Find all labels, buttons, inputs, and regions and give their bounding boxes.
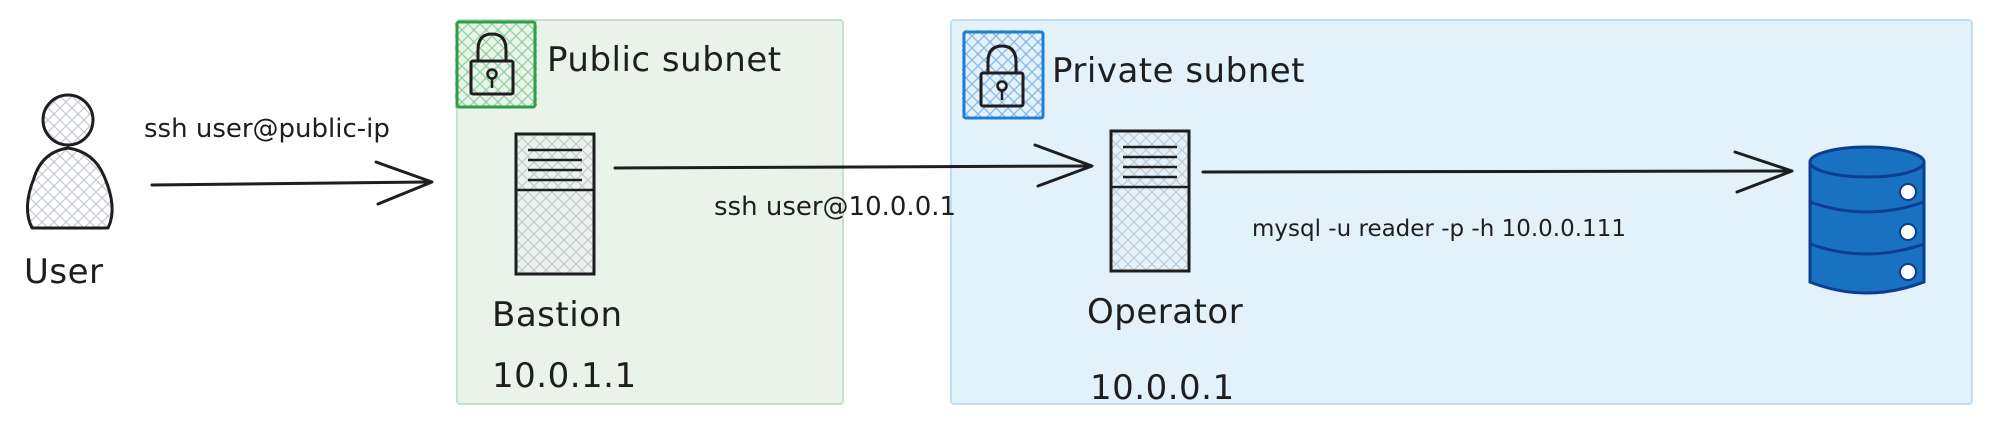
person-icon [26, 93, 114, 230]
arrow-user-to-bastion [150, 160, 434, 206]
operator-server-icon [1109, 129, 1191, 273]
private-lock-icon [962, 30, 1045, 120]
bastion-ip: 10.0.1.1 [492, 356, 637, 396]
arrow-bastion-to-operator [613, 143, 1094, 188]
edge-label-operator-to-database: mysql -u reader -p -h 10.0.0.111 [1252, 216, 1626, 242]
public-subnet-title: Public subnet [547, 40, 782, 80]
operator-name: Operator [1087, 292, 1244, 332]
edge-label-bastion-to-operator: ssh user@10.0.0.1 [714, 192, 957, 222]
user-label: User [24, 252, 104, 292]
private-subnet-title: Private subnet [1052, 51, 1305, 91]
arrow-operator-to-database [1201, 150, 1794, 194]
public-subnet [456, 19, 844, 405]
public-lock-icon [455, 20, 537, 109]
bastion-server-icon [514, 132, 596, 276]
bastion-name: Bastion [492, 295, 623, 335]
private-subnet [950, 19, 1973, 405]
edge-label-user-to-bastion: ssh user@public-ip [144, 114, 390, 144]
database-icon [1808, 145, 1926, 295]
operator-ip: 10.0.0.1 [1090, 368, 1235, 408]
